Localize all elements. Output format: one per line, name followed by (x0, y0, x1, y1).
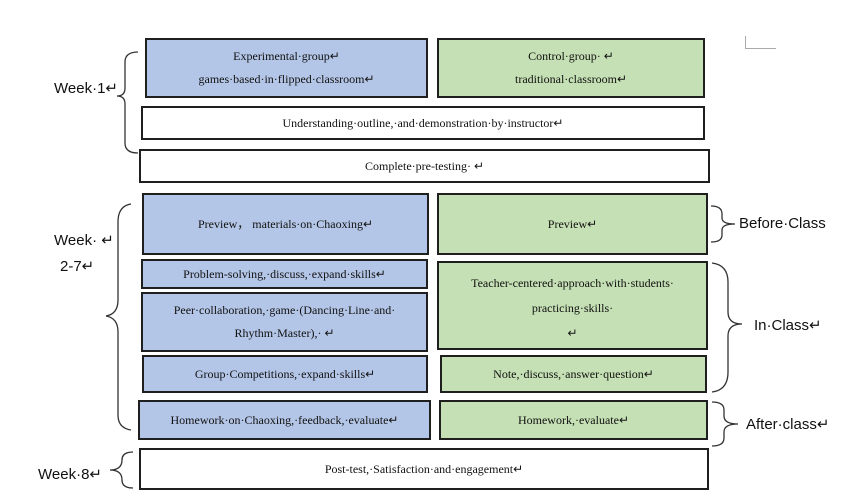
peer-collab-box: Peer·collaboration,·game·(Dancing·Line·a… (141, 292, 428, 352)
teacher-centered-text-2: practicing·skills· (531, 301, 614, 316)
after-class-brace (711, 401, 739, 447)
posttest-text: Post-test,·Satisfaction·and·engagement↵ (324, 461, 524, 476)
problem-solving-text: Problem-solving,·discuss,·expand·skills↵ (183, 266, 386, 281)
week27-brace (105, 203, 132, 431)
after-class-label: After·class↵ (746, 416, 830, 433)
peer-collab-text-2: Rhythm·Master),· ↵ (234, 326, 335, 340)
pretest-text: Complete·pre-testing· ↵ (364, 158, 485, 173)
preview-exp-text: Preview， materials·on·Chaoxing↵ (197, 216, 373, 231)
homework-ctrl-text: Homework,·evaluate↵ (517, 412, 629, 427)
understanding-text: Understanding·outline,·and·demonstration… (282, 115, 564, 130)
experimental-group-subtitle: games·based·in·flipped·classroom↵ (198, 72, 375, 86)
control-group-box: Control·group· ↵ traditional·classroom↵ (437, 38, 705, 98)
homework-ctrl-box: Homework,·evaluate↵ (439, 400, 708, 440)
note-discuss-text: Note,·discuss,·answer·question↵ (493, 366, 654, 381)
week27-label-line1: Week· ↵ (54, 232, 114, 249)
note-discuss-box: Note,·discuss,·answer·question↵ (440, 355, 707, 393)
before-class-label: Before·Class (739, 215, 826, 232)
control-group-title: Control·group· ↵ (528, 49, 614, 64)
peer-collab-text-1: Peer·collaboration,·game·(Dancing·Line·a… (173, 303, 396, 318)
week8-brace (109, 451, 134, 489)
in-class-brace (711, 262, 743, 393)
experimental-group-title: Experimental·group↵ (233, 49, 340, 64)
homework-exp-text: Homework·on·Chaoxing,·feedback,·evaluate… (170, 412, 399, 427)
posttest-box: Post-test,·Satisfaction·and·engagement↵ (139, 448, 709, 490)
teacher-centered-text-3: ↵ (567, 326, 578, 341)
week1-brace (116, 51, 139, 154)
control-group-subtitle: traditional·classroom↵ (514, 72, 628, 86)
preview-ctrl-box: Preview↵ (437, 193, 708, 255)
experimental-group-box: Experimental·group↵ games·based·in·flipp… (145, 38, 428, 98)
before-class-brace (710, 205, 736, 243)
pretest-box: Complete·pre-testing· ↵ (139, 149, 710, 183)
in-class-label: In·Class↵ (754, 317, 822, 334)
understanding-box: Understanding·outline,·and·demonstration… (141, 106, 705, 140)
corner-mark (745, 36, 776, 49)
week27-label-line2: 2-7↵ (60, 258, 95, 275)
teacher-centered-box: Teacher-centered·approach·with·students·… (437, 261, 708, 350)
problem-solving-box: Problem-solving,·discuss,·expand·skills↵ (141, 259, 428, 289)
week1-label: Week·1↵ (54, 80, 118, 97)
group-competitions-text: Group·Competitions,·expand·skills↵ (194, 366, 376, 381)
teacher-centered-text-1: Teacher-centered·approach·with·students· (471, 276, 674, 290)
preview-ctrl-text: Preview↵ (547, 216, 598, 231)
week8-label: Week·8↵ (38, 466, 102, 483)
homework-exp-box: Homework·on·Chaoxing,·feedback,·evaluate… (138, 400, 431, 440)
preview-exp-box: Preview， materials·on·Chaoxing↵ (142, 193, 429, 255)
group-competitions-box: Group·Competitions,·expand·skills↵ (142, 355, 428, 393)
